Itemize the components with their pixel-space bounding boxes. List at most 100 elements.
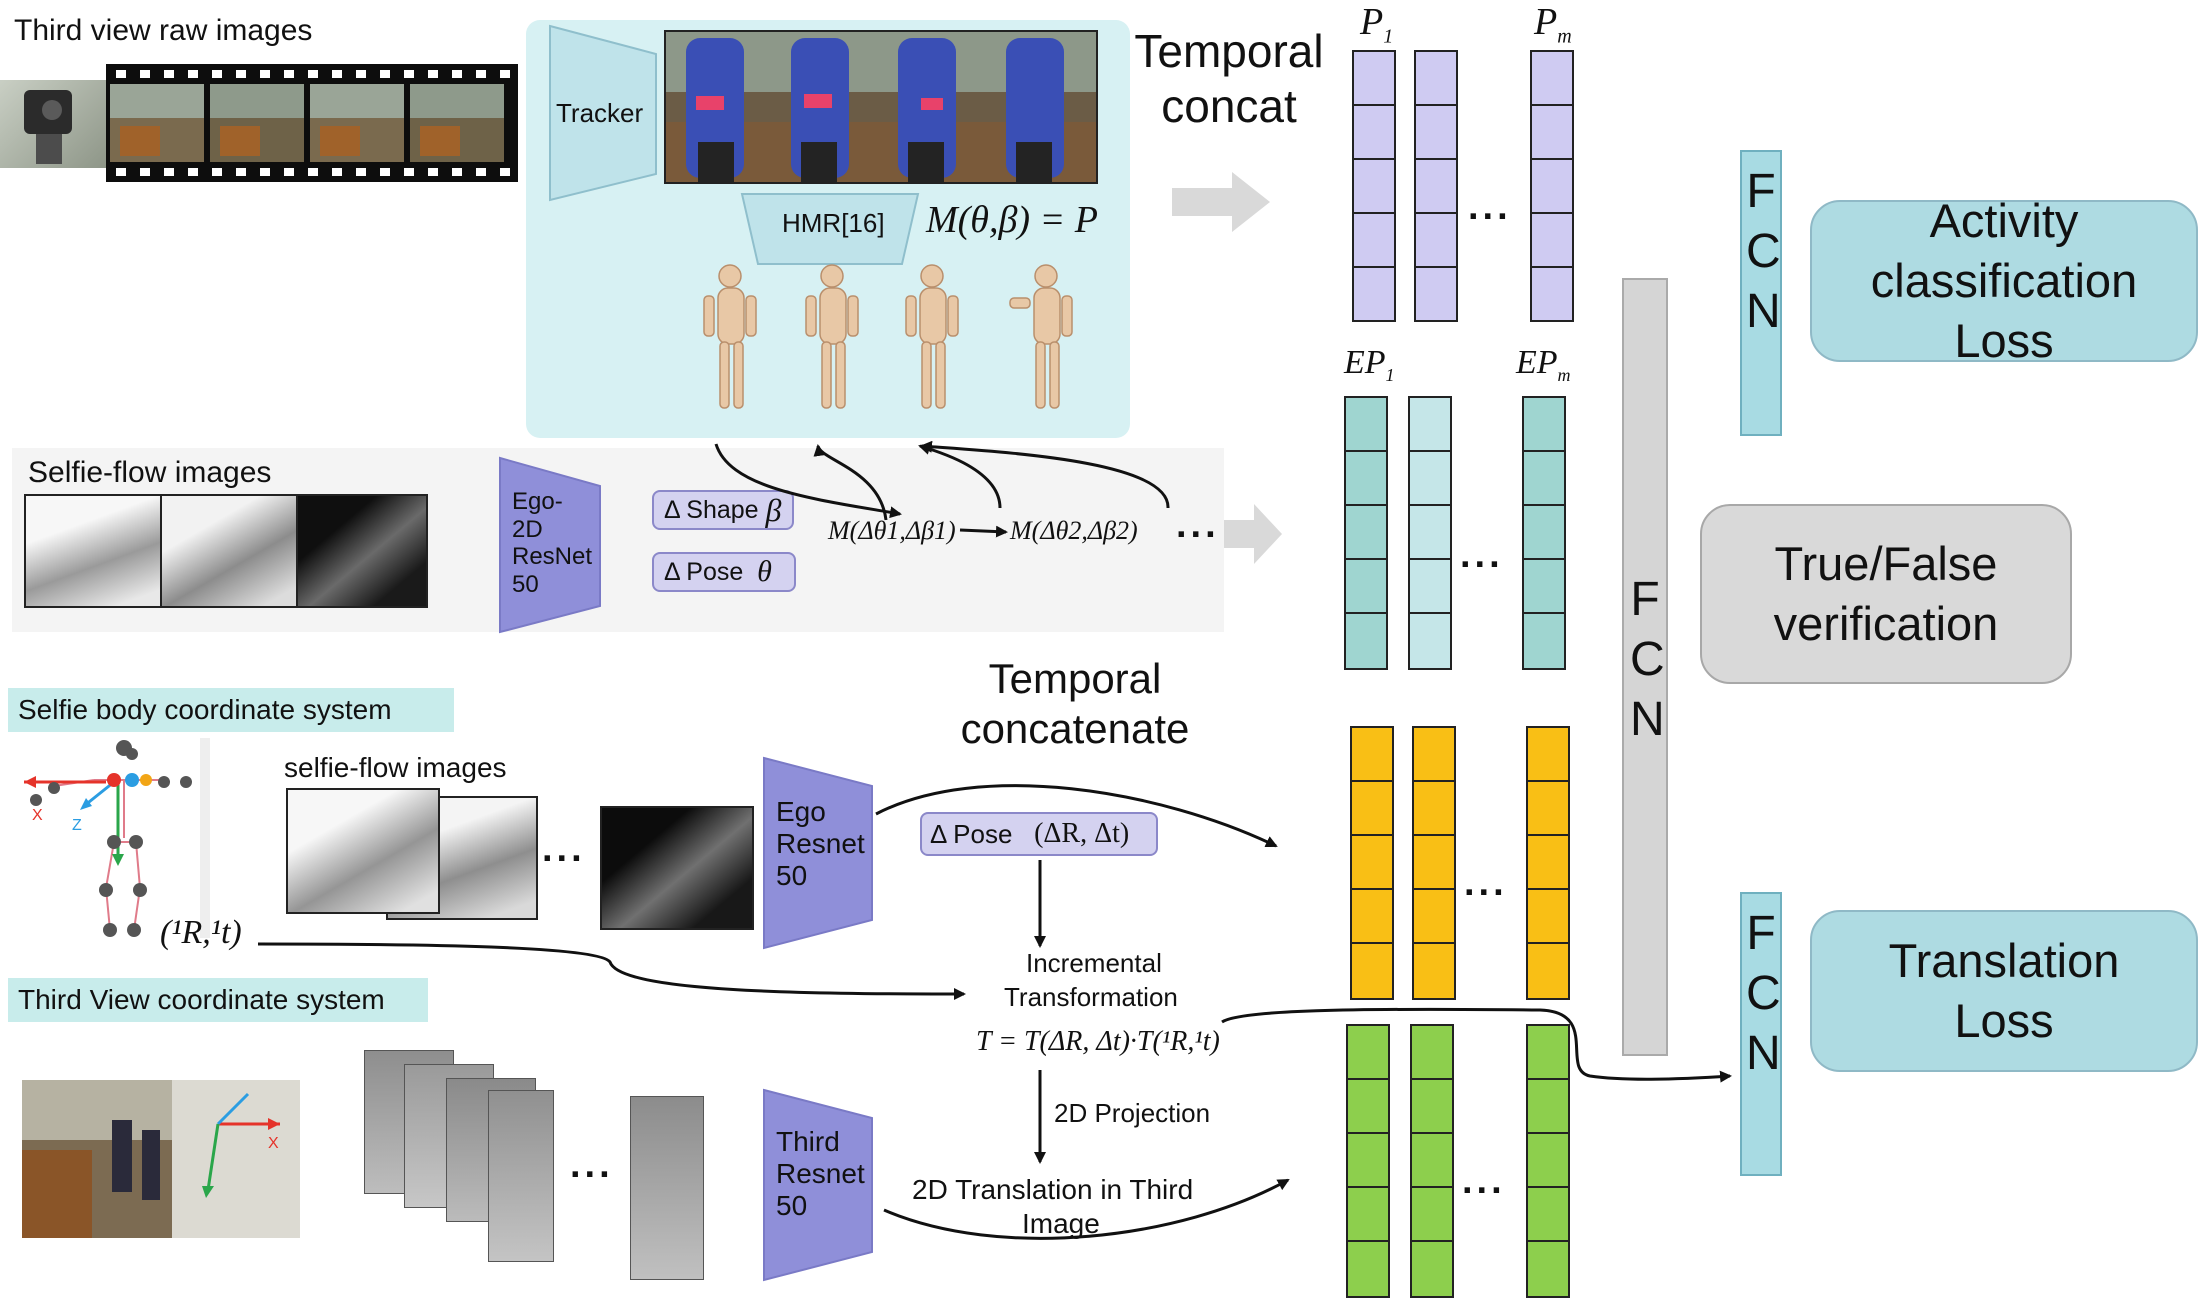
epm-sub: m bbox=[1557, 364, 1571, 385]
svg-text:X: X bbox=[32, 807, 43, 824]
pm-label: Pm bbox=[1534, 0, 1572, 49]
t-equation: T = T(ΔR, Δt)·T(¹R,¹t) bbox=[976, 1026, 1220, 1057]
translation-third-label-1: 2D Translation in Third bbox=[912, 1174, 1194, 1205]
feature-ep-ellipsis: ... bbox=[1460, 534, 1504, 576]
delta-pose-label: Δ Pose bbox=[664, 557, 744, 586]
third-silhouette-5 bbox=[630, 1096, 704, 1280]
p1-sub: 1 bbox=[1383, 25, 1394, 48]
fcn-activity: FCN bbox=[1740, 150, 1782, 436]
selfie-flow-label: Selfie-flow images bbox=[28, 456, 272, 489]
feature-column-ep1 bbox=[1344, 396, 1388, 670]
m-delta-ellipsis: ... bbox=[1176, 504, 1220, 546]
fcn-shared-label: FCN bbox=[1630, 573, 1665, 746]
feature-column-orange-2 bbox=[1412, 726, 1456, 1000]
camera-photo bbox=[0, 80, 106, 168]
delta-pose-pill: Δ Pose θ bbox=[652, 552, 796, 592]
temporal-concat-label: Temporal concat bbox=[1134, 25, 1324, 133]
temporal-concatenate-label: Temporal concatenate bbox=[960, 655, 1190, 753]
activity-loss-line-2: classification bbox=[1870, 254, 2138, 308]
translation-loss-box: Translation Loss bbox=[1810, 910, 2198, 1072]
third-view-image: X bbox=[22, 1080, 300, 1238]
ego-resnet-block bbox=[763, 756, 873, 950]
hmr-label: HMR[16] bbox=[782, 208, 885, 238]
delta-shape-pill: Δ Shape β bbox=[652, 490, 794, 530]
p1-label: P1 bbox=[1360, 0, 1393, 49]
selfie-flow-strip bbox=[24, 494, 428, 608]
feature-orange-ellipsis: ... bbox=[1464, 862, 1508, 904]
theta-symbol: θ bbox=[757, 555, 772, 588]
selfie-flow-lower-2 bbox=[286, 788, 440, 914]
fcn-shared: FCN bbox=[1622, 278, 1668, 1056]
body-meshes bbox=[703, 264, 1073, 409]
m-delta-2: M(Δθ2,Δβ2) bbox=[1010, 516, 1138, 545]
filmstrip bbox=[106, 64, 518, 182]
fcn-translation: FCN bbox=[1740, 892, 1782, 1176]
ep1-sub: 1 bbox=[1385, 364, 1395, 385]
incremental-label-1: Incremental bbox=[1026, 948, 1162, 978]
activity-loss-line-1: Activity bbox=[1929, 194, 2079, 248]
skeleton-figure: X Z bbox=[24, 738, 210, 938]
third-view-raw-label: Third view raw images bbox=[14, 14, 313, 47]
ego-resnet-label: Ego Resnet 50 bbox=[776, 796, 865, 892]
true-false-line-1: True/False bbox=[1774, 537, 1998, 591]
epm-letters: EP bbox=[1516, 344, 1558, 381]
delta-pose-rt-pill: Δ Pose (ΔR, Δt) bbox=[920, 812, 1158, 856]
feature-column-p1 bbox=[1352, 50, 1396, 322]
block-arrow-top bbox=[1172, 172, 1270, 232]
delta-rt-symbol: (ΔR, Δt) bbox=[1034, 818, 1130, 849]
feature-column-green-1 bbox=[1346, 1024, 1390, 1298]
translation-loss-line-1: Translation bbox=[1888, 934, 2120, 988]
translation-loss-line-2: Loss bbox=[1954, 994, 2054, 1047]
ego2d-resnet-label: Ego- 2D ResNet 50 bbox=[512, 488, 593, 598]
feature-p-ellipsis: ... bbox=[1468, 186, 1512, 228]
svg-text:Z: Z bbox=[72, 817, 82, 834]
feature-column-pm bbox=[1530, 50, 1574, 322]
third-view-coord-label: Third View coordinate system bbox=[18, 984, 385, 1015]
delta-shape-label: Δ Shape bbox=[664, 495, 759, 524]
tracker-block bbox=[549, 24, 657, 202]
feature-column-green-2 bbox=[1410, 1024, 1454, 1298]
third-resnet-label: Third Resnet 50 bbox=[776, 1126, 865, 1222]
fcn-activity-label: FCN bbox=[1746, 165, 1781, 338]
ep1-letters: EP bbox=[1344, 344, 1386, 381]
feature-green-ellipsis: ... bbox=[1462, 1160, 1506, 1202]
feature-column-epm bbox=[1522, 396, 1566, 670]
mesh-equation: M(θ,β) = P bbox=[926, 199, 1098, 241]
third-resnet-block bbox=[763, 1088, 873, 1282]
true-false-box: True/False verification bbox=[1700, 504, 2072, 684]
delta-pose-rt-label: Δ Pose bbox=[930, 818, 1013, 849]
feature-column-green-m bbox=[1526, 1024, 1570, 1298]
translation-third-label-2: Image bbox=[1022, 1208, 1100, 1239]
true-false-line-2: verification bbox=[1773, 597, 1999, 650]
ir-t-label: (¹R,¹t) bbox=[160, 914, 242, 951]
feature-column-orange-1 bbox=[1350, 726, 1394, 1000]
fcn-translation-label: FCN bbox=[1746, 907, 1781, 1080]
selfie-flow-lower-label: selfie-flow images bbox=[284, 752, 507, 783]
epm-label: EPm bbox=[1516, 344, 1571, 386]
pm-letter: P bbox=[1534, 1, 1558, 43]
m-delta-1: M(Δθ1,Δβ1) bbox=[828, 516, 956, 545]
beta-symbol: β bbox=[765, 491, 782, 528]
ego2d-resnet-block bbox=[499, 456, 601, 634]
activity-loss-box: Activity classification Loss bbox=[1810, 194, 2198, 367]
pm-sub: m bbox=[1557, 25, 1572, 48]
hmr-block bbox=[740, 193, 920, 265]
svg-text:X: X bbox=[268, 1135, 279, 1152]
selfie-flow-lower-ellipsis: ... bbox=[542, 828, 586, 870]
third-silhouette-4 bbox=[488, 1090, 554, 1262]
incremental-label-2: Transformation bbox=[1004, 982, 1178, 1012]
selfie-body-coord-header bbox=[8, 688, 454, 732]
projection-2d-label: 2D Projection bbox=[1054, 1098, 1211, 1128]
feature-column-p2 bbox=[1414, 50, 1458, 322]
activity-loss-line-3: Loss bbox=[1954, 313, 2054, 367]
block-arrow-mid bbox=[1224, 504, 1282, 564]
ep1-label: EP1 bbox=[1344, 344, 1395, 386]
feature-column-orange-m bbox=[1526, 726, 1570, 1000]
third-silhouette-ellipsis: ... bbox=[570, 1144, 614, 1186]
selfie-flow-lower-3 bbox=[600, 806, 754, 930]
selfie-body-coord-label: Selfie body coordinate system bbox=[18, 694, 392, 725]
feature-column-ep2 bbox=[1408, 396, 1452, 670]
tracker-label: Tracker bbox=[556, 98, 644, 128]
p1-letter: P bbox=[1360, 1, 1384, 43]
tracked-frames bbox=[664, 30, 1098, 184]
